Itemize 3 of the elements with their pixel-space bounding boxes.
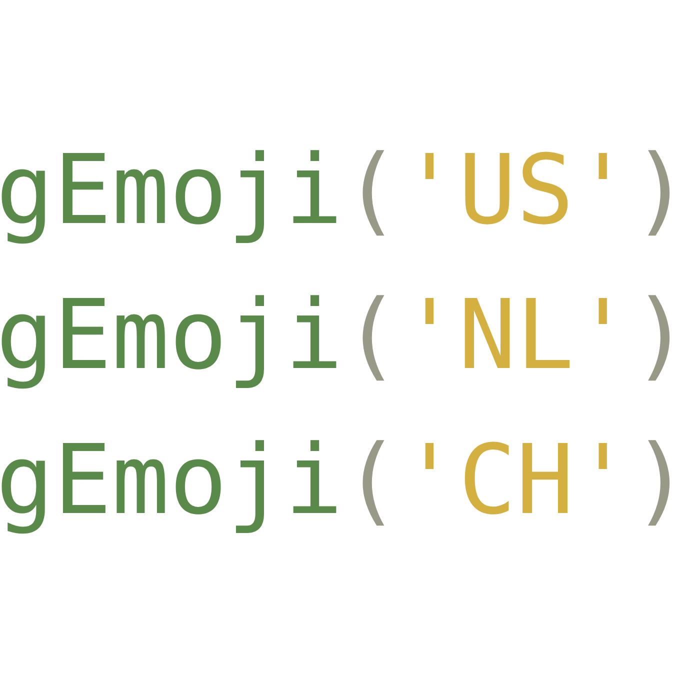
code-line: gEmoji('CH') (0, 423, 690, 538)
code-line: gEmoji('US') (0, 133, 690, 248)
code-line: gEmoji('NL') (0, 278, 690, 393)
